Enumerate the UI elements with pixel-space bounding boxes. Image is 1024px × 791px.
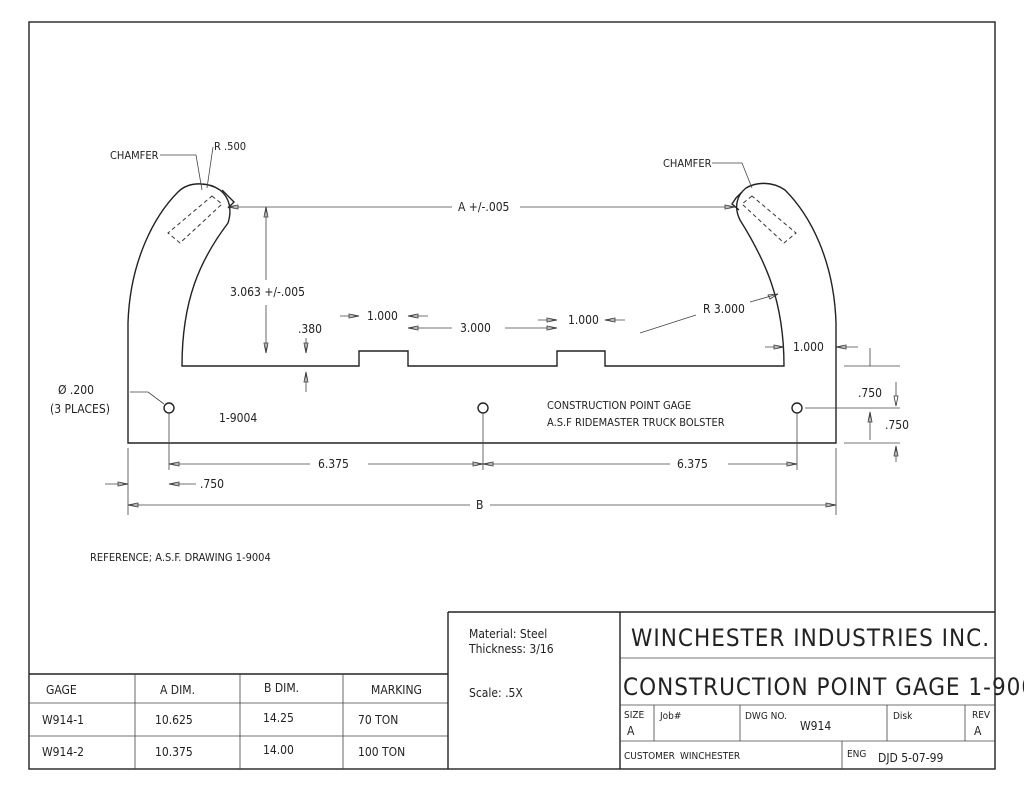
rev-value: A [974, 724, 982, 738]
gage-table-row1-b: 14.25 [263, 711, 294, 725]
dwg-no-value: W914 [800, 719, 831, 733]
dim-3000-label: 3.000 [460, 321, 491, 335]
job-label: Job# [659, 711, 681, 722]
gage-table-row1-a: 10.625 [155, 713, 193, 727]
disk-label: Disk [893, 711, 913, 722]
gage-table-row2-b: 14.00 [263, 743, 294, 757]
dim-a-label: A +/-.005 [458, 200, 509, 214]
scale-label: Scale: .5X [469, 686, 523, 700]
dimension-lines [105, 146, 900, 515]
dim-b-label: B [476, 498, 483, 512]
sheet-border [28, 21, 996, 770]
dim-1000-right-label: 1.000 [793, 340, 824, 354]
gage-table-row1-gage: W914-1 [42, 713, 84, 727]
rev-label: REV [972, 710, 991, 721]
dim-750-bottom-label: .750 [200, 477, 224, 491]
gage-table-row2-gage: W914-2 [42, 745, 84, 759]
dim-750-right-upper: .750 [858, 386, 882, 400]
gage-title-line-1: CONSTRUCTION POINT GAGE [547, 399, 691, 412]
hole-right [791, 402, 803, 414]
customer-value: WINCHESTER [680, 751, 740, 762]
dim-1000-left-label: 1.000 [367, 309, 398, 323]
size-value: A [627, 724, 635, 738]
dim-6375-right-label: 6.375 [677, 457, 708, 471]
dim-750-right-lower: .750 [885, 418, 909, 432]
title-block: WINCHESTER INDUSTRIES INC. CONSTRUCTION … [619, 612, 1024, 769]
chamfer-label-left: CHAMFER [110, 149, 159, 162]
material-label: Material: Steel [469, 627, 547, 641]
customer-label: CUSTOMER [624, 751, 675, 762]
radius-500-label: R .500 [214, 140, 246, 153]
part-number-label: 1-9004 [219, 411, 257, 425]
gage-table-header-marking: MARKING [371, 683, 422, 697]
hole-center [477, 402, 489, 414]
hole-diameter-label: Ø .200 [58, 383, 94, 397]
chamfer-label-right: CHAMFER [663, 157, 712, 170]
gage-table-row1-marking: 70 TON [358, 713, 398, 727]
thickness-label: Thickness: 3/16 [468, 642, 554, 656]
gage-table-row2-a: 10.375 [155, 745, 193, 759]
eng-value: DJD 5-07-99 [878, 751, 944, 765]
dim-380-label: .380 [298, 322, 322, 336]
dim-6375-left-label: 6.375 [318, 457, 349, 471]
gage-table-header-gage: GAGE [46, 683, 77, 697]
dim-1000-mid-label: 1.000 [568, 313, 599, 327]
part-outline [127, 182, 837, 444]
reference-note: REFERENCE; A.S.F. DRAWING 1-9004 [90, 551, 271, 564]
gage-table-row2-marking: 100 TON [358, 745, 405, 759]
dwg-no-label: DWG NO. [745, 711, 787, 722]
hole-left [163, 402, 175, 414]
drawing-title: CONSTRUCTION POINT GAGE 1-9004 [623, 673, 1024, 701]
radius-3000-label: R 3.000 [703, 302, 745, 316]
gage-table-header-a: A DIM. [160, 683, 195, 697]
dim-height-label: 3.063 +/-.005 [230, 285, 305, 299]
gage-title-line-2: A.S.F RIDEMASTER TRUCK BOLSTER [547, 416, 725, 429]
size-label: SIZE [624, 710, 645, 721]
gage-table: GAGE A DIM. B DIM. MARKING W914-1 10.625… [29, 611, 995, 769]
eng-label: ENG [847, 749, 866, 760]
hole-count-label: (3 PLACES) [50, 402, 110, 416]
company-name: WINCHESTER INDUSTRIES INC. [631, 624, 990, 652]
gage-table-header-b: B DIM. [264, 681, 299, 695]
